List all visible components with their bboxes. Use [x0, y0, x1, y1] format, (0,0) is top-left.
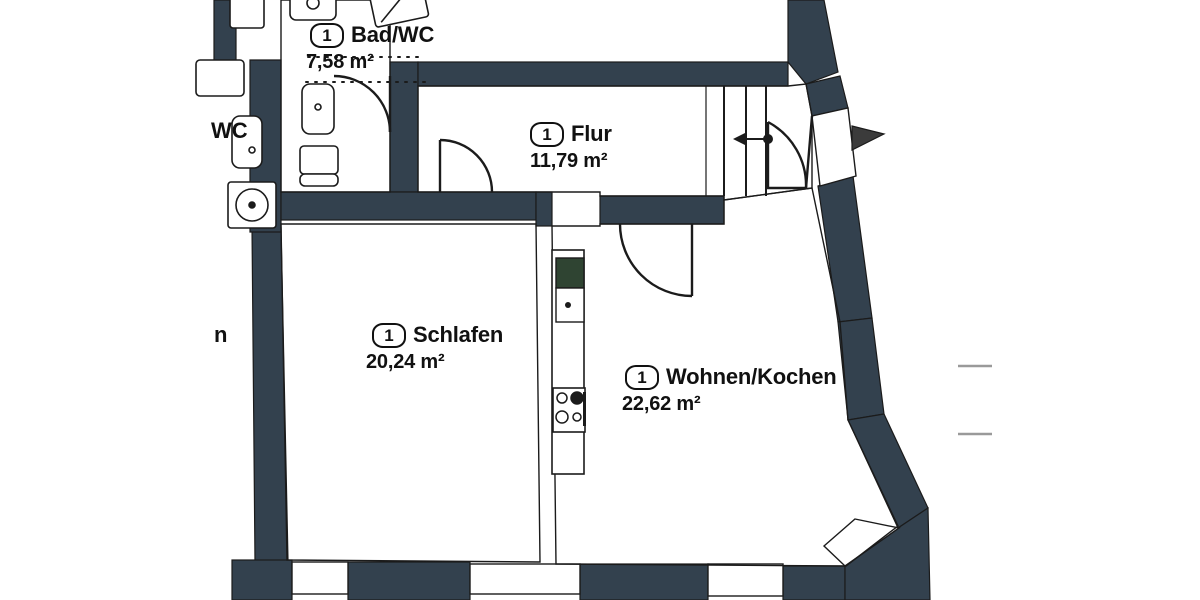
stove-control-strip-icon	[583, 392, 586, 426]
wall-bottom-segment-3	[579, 563, 709, 600]
wall-bath-right	[389, 61, 419, 193]
window-right-upper	[811, 107, 857, 187]
refrigerator-icon	[555, 257, 585, 289]
neighbour-washbasin-drain-icon	[248, 146, 256, 154]
wall-right-lower-angled	[847, 413, 929, 529]
bathtub-icon	[289, 0, 337, 21]
room-number-badge-schlafen: 1	[372, 322, 406, 348]
entrance-arrow-icon	[851, 125, 886, 151]
door-bad-wc-arc	[333, 74, 392, 133]
outline-flur	[417, 83, 813, 201]
room-name-bad-wc: Bad/WC	[351, 22, 435, 47]
door-wohnen-arc	[618, 223, 693, 298]
room-area-wohnen-kochen: 22,62 m²	[622, 393, 701, 415]
bath-dotted-lines-group	[305, 56, 433, 83]
stove-burner-2-icon	[570, 391, 584, 405]
bathtub-drain-icon	[306, 0, 320, 10]
bath-fixture-group	[289, 0, 430, 187]
room-label-schlafen: 1 Schlafen 20,24 m²	[366, 322, 504, 374]
washbasin-drain-icon	[314, 103, 322, 111]
room-name-schlafen: Schlafen	[413, 322, 504, 347]
wall-bottom-segment-4	[782, 565, 846, 600]
neighbour-bathtub-icon	[195, 59, 245, 97]
wall-bottom-segment-1	[231, 559, 293, 600]
room-number-badge-flur: 1	[530, 121, 564, 147]
outline-schlafen	[280, 223, 541, 563]
neighbour-appliance-center-icon	[248, 201, 256, 209]
room-area-schlafen: 20,24 m²	[366, 351, 445, 373]
room-label-bad-wc: 1 Bad/WC 7,58 m²	[306, 22, 435, 74]
partial-label-wc: WC	[211, 118, 248, 143]
entrance-door-leaf	[804, 115, 814, 189]
shower-diagonal-icon	[380, 0, 415, 23]
wall-flur-top	[417, 61, 789, 87]
room-area-bad-wc: 7,58 m²	[306, 51, 374, 73]
stove-burner-3-icon	[555, 410, 569, 424]
wall-mid-nub	[535, 191, 553, 227]
room-area-flur: 11,79 m²	[530, 150, 608, 172]
wall-flur-bottom-right	[599, 195, 725, 225]
neighbour-fixture-group	[195, 0, 277, 229]
room-outline-group	[280, 0, 899, 567]
kitchen-sink-drain-icon	[565, 302, 571, 308]
entrance-door-arc	[767, 120, 808, 189]
window-bottom-3	[707, 563, 784, 597]
stove-burner-4-icon	[572, 412, 582, 422]
outline-bad-wc	[280, 0, 391, 193]
wall-bottom-segment-2	[347, 561, 471, 600]
wall-right-middle	[837, 317, 885, 421]
wall-group	[213, 0, 931, 600]
room-number-badge-bad-wc: 1	[310, 22, 344, 48]
wall-right-below-entry	[817, 175, 873, 323]
stair-direction-arrowhead-icon	[733, 133, 745, 145]
dimension-ticks-group	[958, 364, 992, 436]
neighbour-cabinet-icon	[229, 0, 265, 29]
toilet-tank-icon	[299, 145, 339, 175]
window-bottom-1	[291, 561, 349, 595]
wall-right-upper	[787, 0, 839, 85]
neighbour-washbasin-icon	[231, 115, 263, 169]
door-schlafen-arc	[439, 138, 494, 193]
wall-bath-bottom	[280, 191, 537, 221]
stairs-group	[705, 86, 773, 196]
outline-wohnen-kochen	[551, 187, 899, 567]
kitchen-group	[551, 249, 586, 475]
kitchen-sink-icon	[555, 287, 585, 323]
partial-label-room-name: n	[214, 322, 228, 347]
stair-pivot-icon	[763, 134, 773, 144]
door-group	[333, 74, 814, 298]
window-bottom-2	[469, 563, 581, 595]
room-number-badge-wohnen-kochen: 1	[625, 364, 659, 390]
room-label-wohnen-kochen: 1 Wohnen/Kochen 22,62 m²	[622, 364, 837, 416]
room-name-wohnen-kochen: Wohnen/Kochen	[666, 364, 837, 389]
window-group	[291, 107, 901, 597]
toilet-bowl-icon	[299, 173, 339, 187]
stove-burner-1-icon	[556, 392, 568, 404]
room-name-flur: Flur	[571, 121, 612, 146]
room-label-flur: 1 Flur 11,79 m²	[530, 121, 612, 173]
